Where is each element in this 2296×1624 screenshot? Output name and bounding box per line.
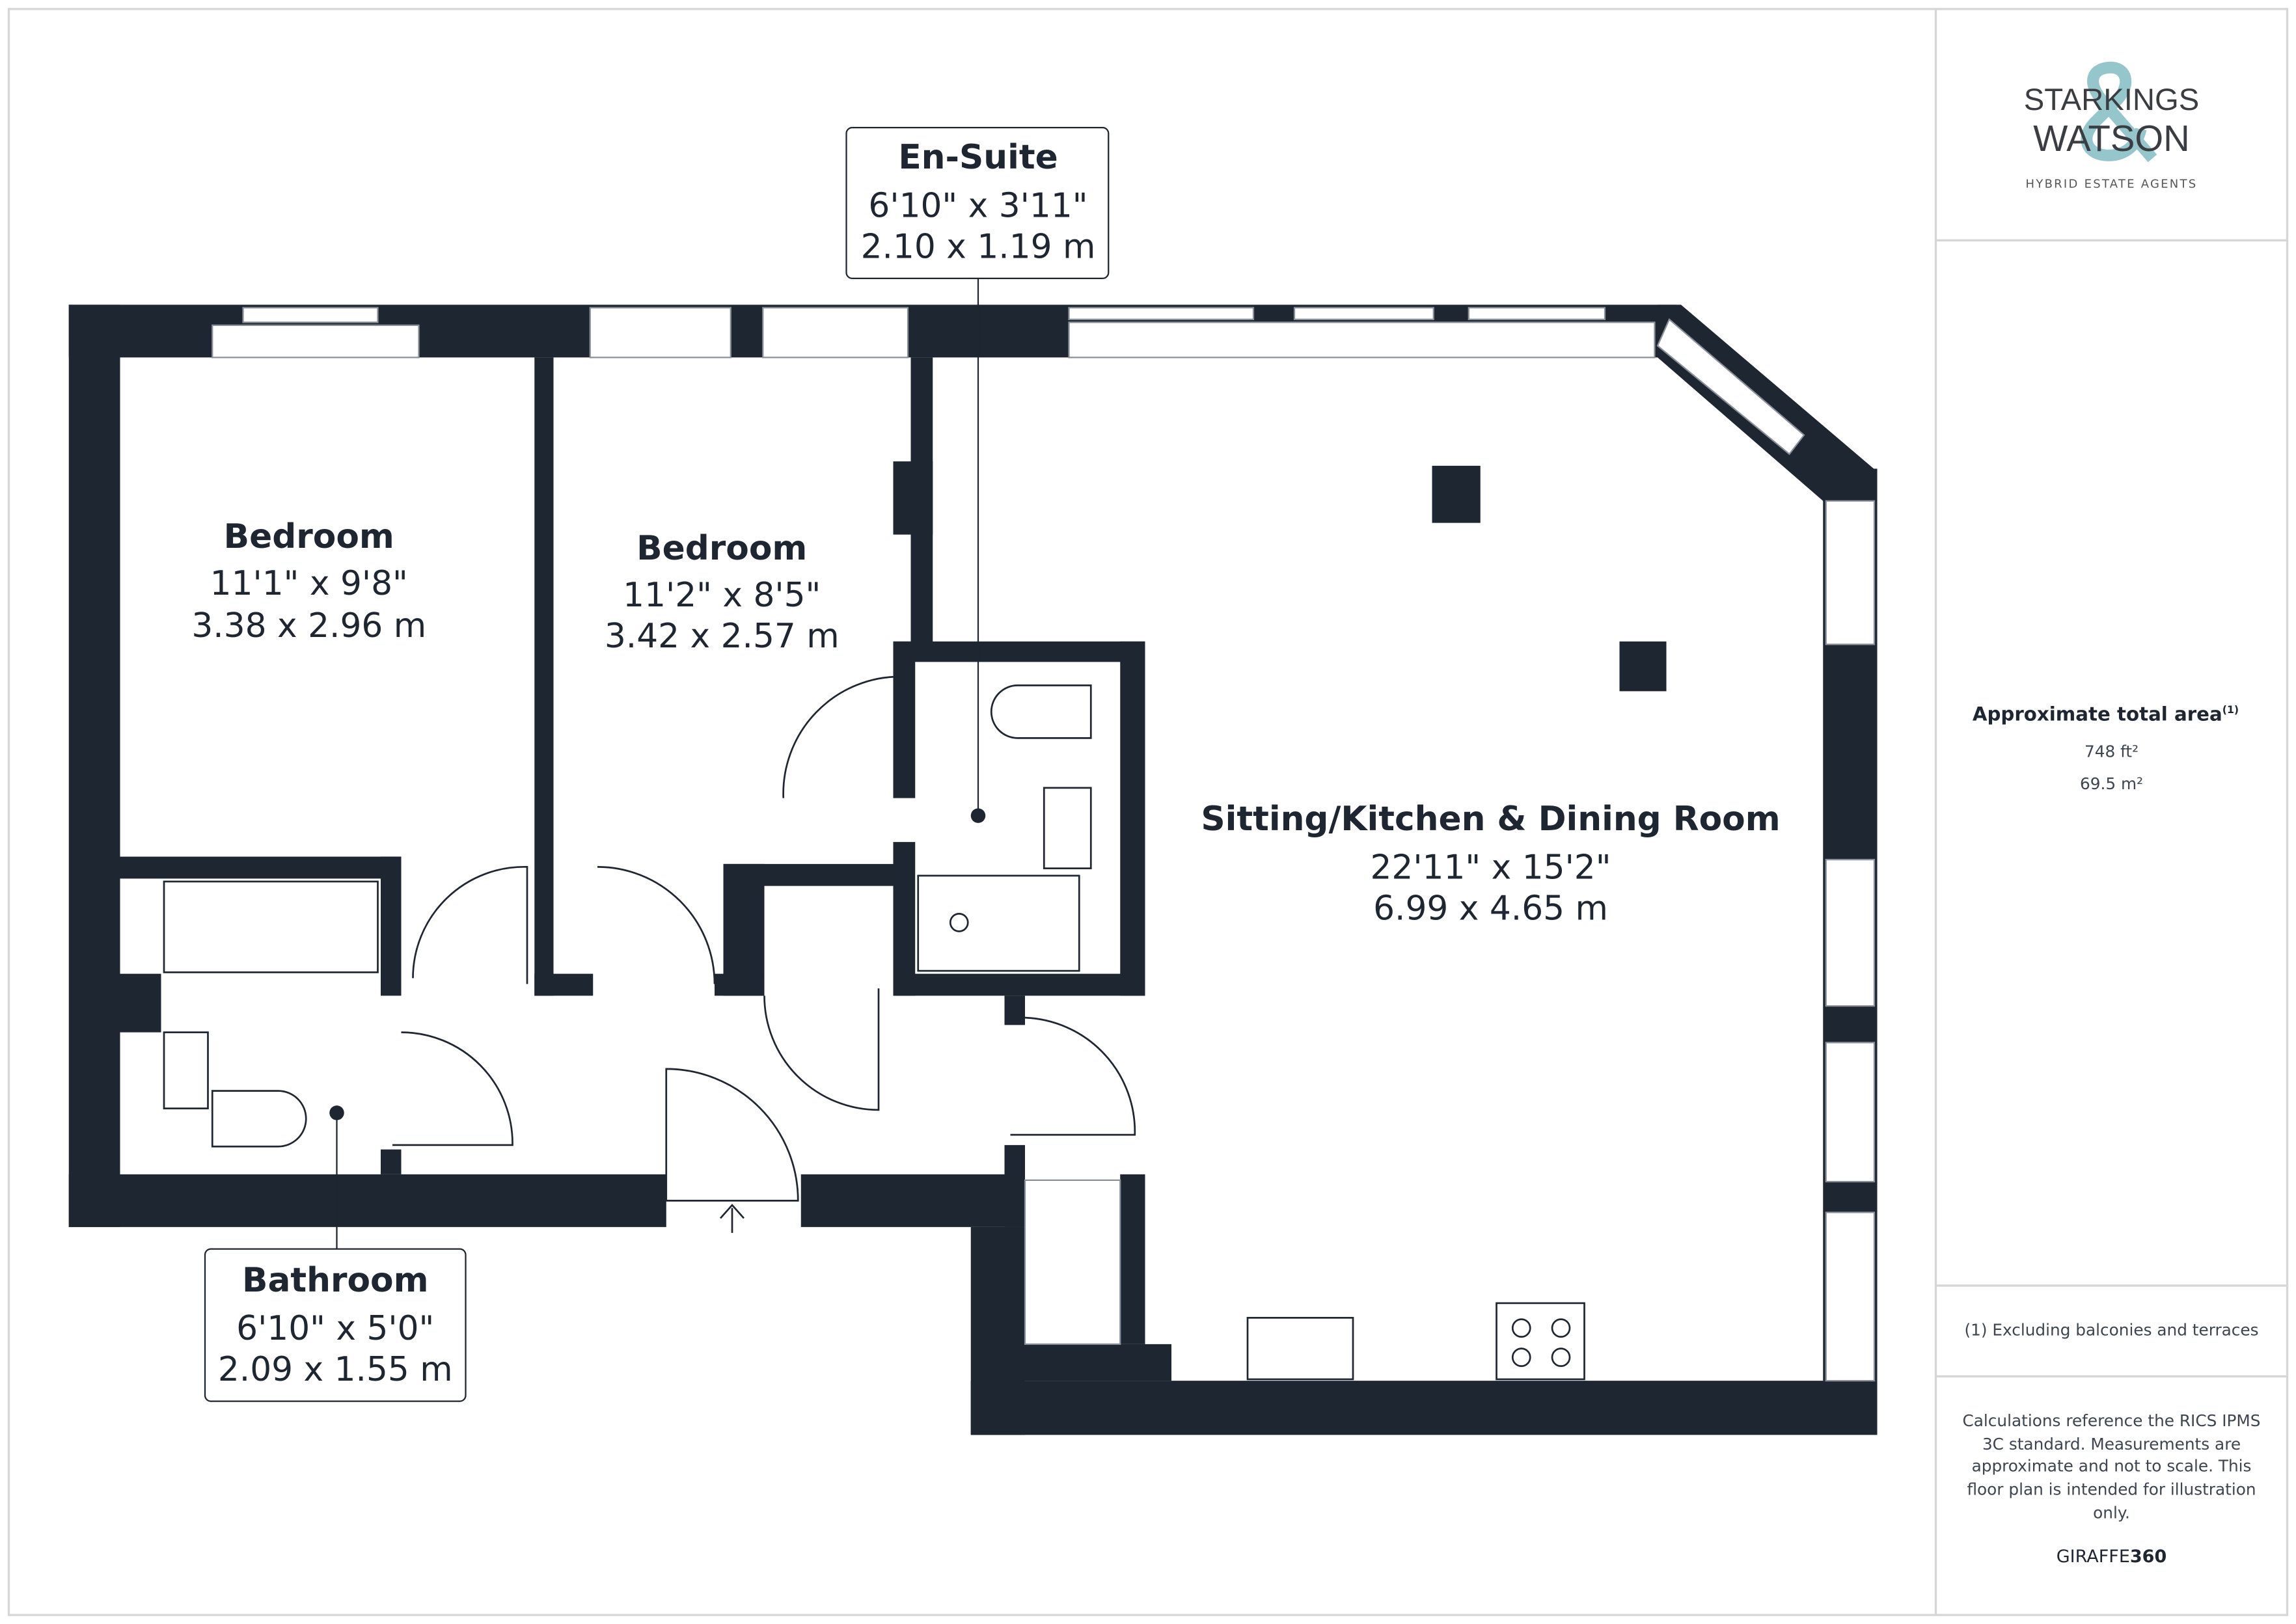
- svg-text:2.10 x 1.19 m: 2.10 x 1.19 m: [861, 227, 1096, 266]
- area-title: Approximate total area(1): [1973, 703, 2239, 725]
- svg-text:3.38 x 2.96 m: 3.38 x 2.96 m: [191, 606, 426, 645]
- basin: [163, 1031, 209, 1109]
- toilet: [211, 1090, 307, 1148]
- windows: [212, 306, 1876, 1382]
- svg-text:22'11" x 15'2": 22'11" x 15'2": [1370, 848, 1611, 887]
- room-label-bathroom: Bathroom 6'10" x 5'0" 2.09 x 1.55 m: [204, 1248, 467, 1402]
- svg-text:Bedroom: Bedroom: [224, 517, 394, 556]
- brand-tagline: HYBRID ESTATE AGENTS: [2026, 177, 2198, 191]
- brand-name-line2: WATSON: [2033, 118, 2190, 159]
- room-label-en-suite: En-Suite 6'10" x 3'11" 2.10 x 1.19 m: [845, 126, 1110, 279]
- page-frame: [7, 8, 2289, 1616]
- brand-logo: STARKINGS WATSON HYBRID ESTATE AGENTS: [2024, 61, 2200, 191]
- svg-text:6'10" x 5'0": 6'10" x 5'0": [236, 1309, 434, 1348]
- room-label-sitting-kitchen-dining: Sitting/Kitchen & Dining Room 22'11" x 1…: [1201, 800, 1780, 928]
- hob: [1496, 1302, 1585, 1381]
- svg-text:2.09 x 1.55 m: 2.09 x 1.55 m: [218, 1350, 453, 1389]
- svg-text:6'10" x 3'11": 6'10" x 3'11": [868, 186, 1087, 225]
- bathtub: [163, 880, 379, 973]
- area-imperial: 748 ft²: [2084, 742, 2139, 761]
- svg-text:Bathroom: Bathroom: [242, 1261, 429, 1300]
- giraffe360-credit: GIRAFFE360: [2057, 1547, 2167, 1567]
- disclaimer: Calculations reference the RICS IPMS 3C …: [1962, 1411, 2260, 1522]
- area-metric: 69.5 m²: [2080, 774, 2143, 793]
- svg-text:11'1" x 9'8": 11'1" x 9'8": [210, 564, 408, 603]
- ensuite-basin: [1043, 787, 1092, 869]
- svg-text:only.: only.: [2093, 1504, 2130, 1522]
- svg-text:3.42 x 2.57 m: 3.42 x 2.57 m: [605, 617, 840, 656]
- svg-text:approximate and not to scale.: approximate and not to scale. This: [1972, 1457, 2252, 1476]
- ensuite-toilet: [990, 684, 1092, 739]
- kitchen-sink: [1246, 1317, 1354, 1381]
- fixtures: [163, 278, 1585, 1381]
- svg-text:floor plan is intended for ill: floor plan is intended for illustration: [1967, 1480, 2256, 1499]
- svg-text:3C standard. Measurements are: 3C standard. Measurements are: [1982, 1435, 2241, 1454]
- svg-text:11'2" x 8'5": 11'2" x 8'5": [623, 576, 821, 615]
- room-label-bedroom-2: Bedroom 11'2" x 8'5" 3.42 x 2.57 m: [605, 529, 840, 656]
- footnote: (1) Excluding balconies and terraces: [1964, 1320, 2258, 1339]
- svg-text:En-Suite: En-Suite: [898, 138, 1058, 177]
- shower-tray: [917, 874, 1080, 972]
- room-label-bedroom-1: Bedroom 11'1" x 9'8" 3.38 x 2.96 m: [191, 517, 426, 645]
- svg-text:Sitting/Kitchen & Dining Room: Sitting/Kitchen & Dining Room: [1201, 800, 1780, 839]
- entrance-arrow-icon: [719, 1204, 745, 1233]
- brand-name-line1: STARKINGS: [2024, 83, 2200, 117]
- svg-text:Bedroom: Bedroom: [636, 529, 807, 568]
- svg-text:Calculations reference the RIC: Calculations reference the RICS IPMS: [1962, 1411, 2260, 1430]
- svg-text:6.99 x 4.65 m: 6.99 x 4.65 m: [1373, 889, 1608, 928]
- ampersand-logo-mark: [2081, 61, 2157, 163]
